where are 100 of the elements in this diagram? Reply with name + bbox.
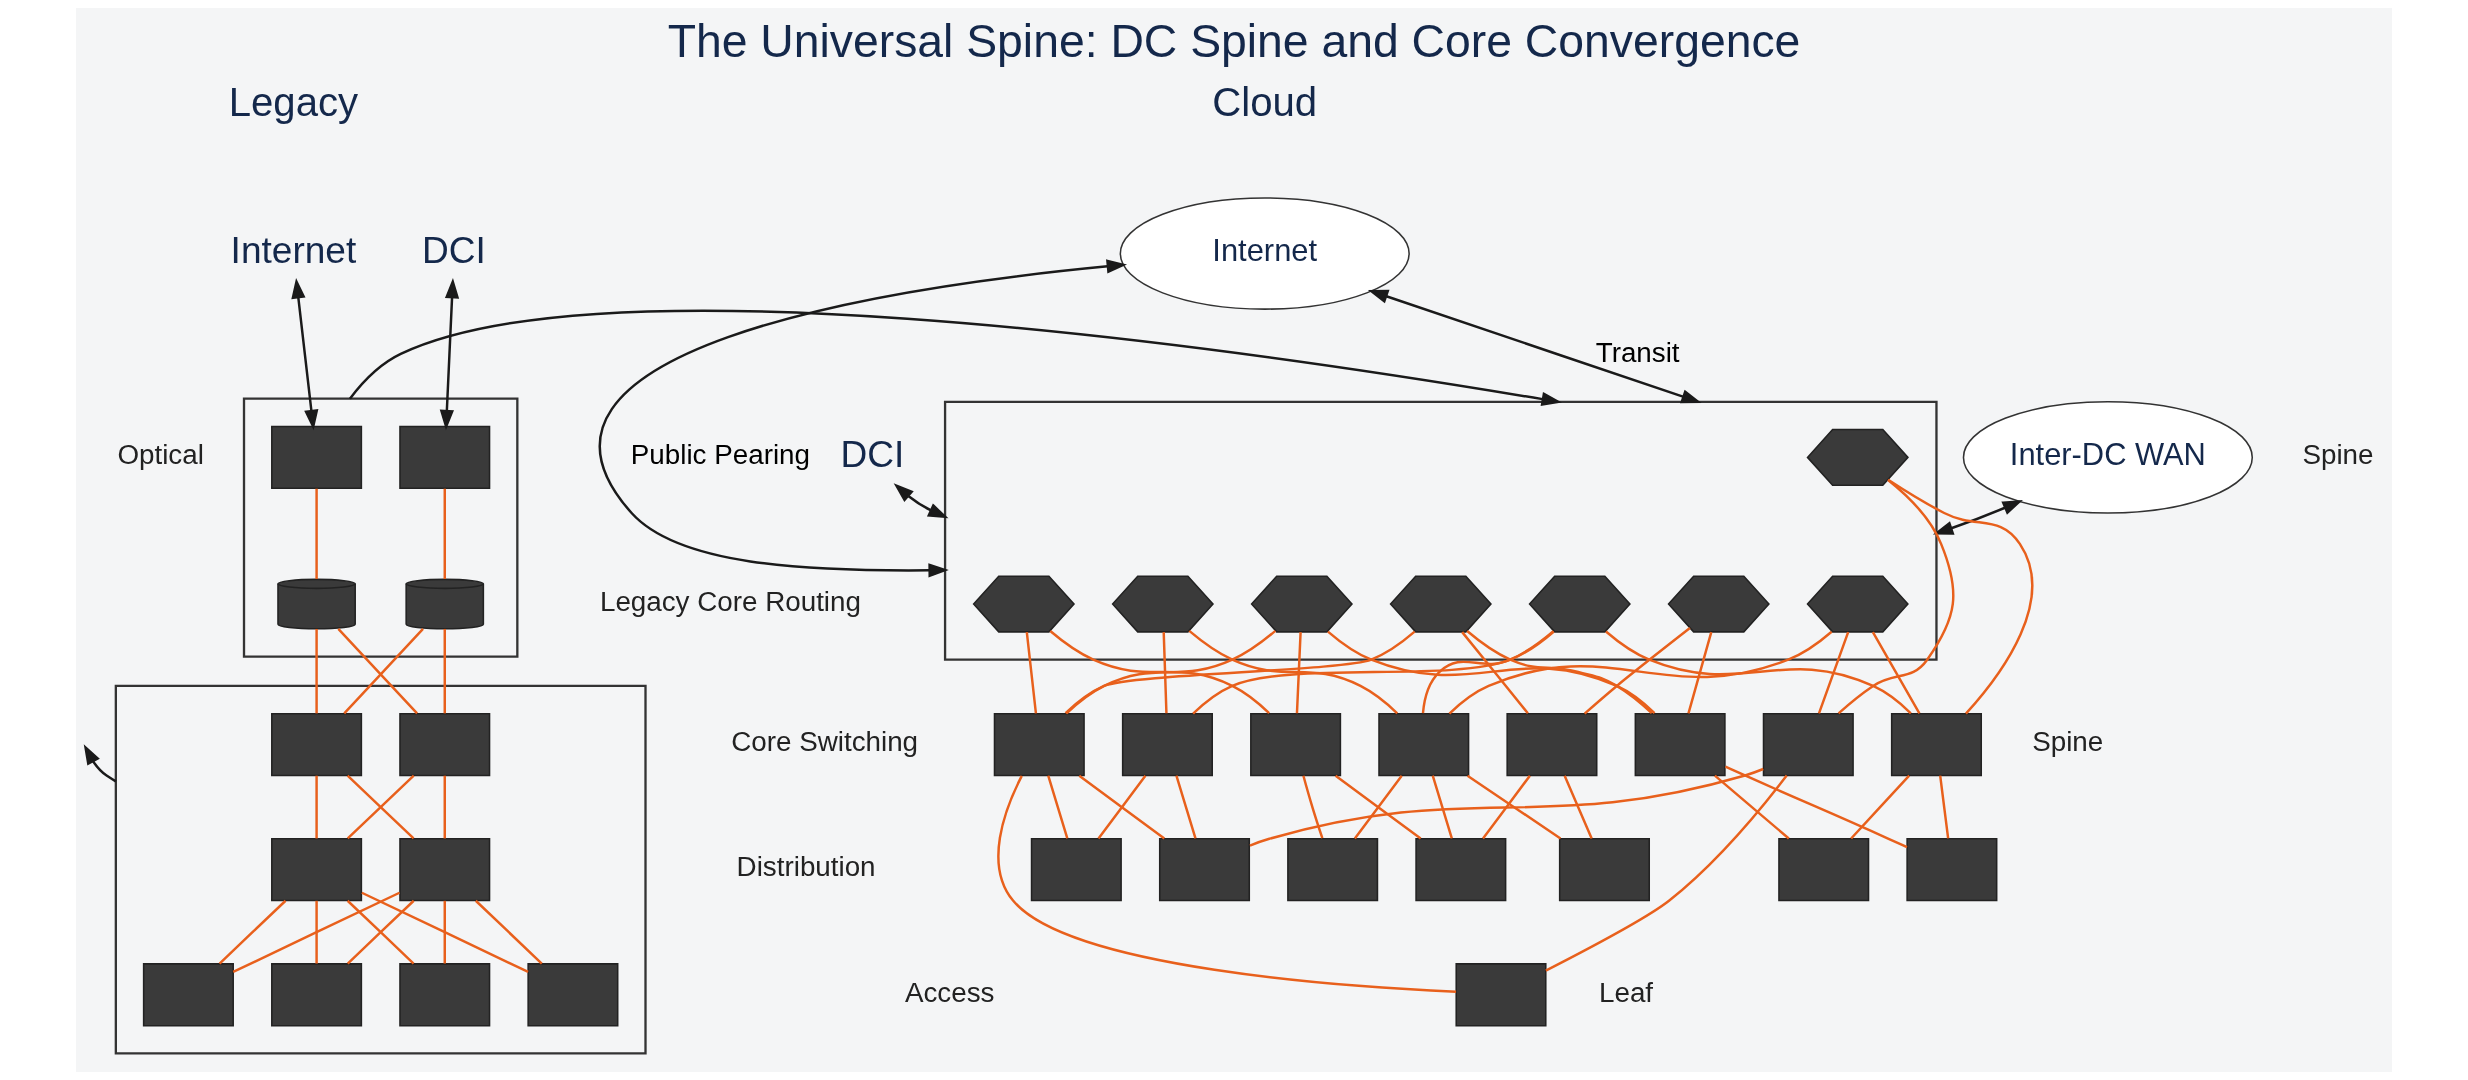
node-hexagon xyxy=(1806,428,1909,486)
connector xyxy=(1334,774,1422,840)
connector xyxy=(443,628,446,714)
connector xyxy=(1583,627,1691,715)
label: Optical xyxy=(117,439,204,471)
connector xyxy=(315,628,318,714)
connector xyxy=(1871,631,1921,714)
node-box xyxy=(1558,838,1650,902)
connector xyxy=(361,891,529,974)
node-ellipse: Internet xyxy=(1119,197,1410,310)
node-box xyxy=(271,712,363,777)
connector xyxy=(443,488,446,579)
connector xyxy=(1353,774,1403,840)
node-box xyxy=(271,425,363,490)
connector xyxy=(1025,632,1038,714)
node-box xyxy=(1030,838,1122,902)
node-hexagon xyxy=(1111,575,1215,633)
node-box xyxy=(1415,838,1507,902)
connector xyxy=(1461,631,1529,715)
node-box xyxy=(399,963,491,1027)
cluster xyxy=(114,684,647,1055)
connector xyxy=(232,891,401,974)
connector xyxy=(997,775,1457,993)
connector xyxy=(315,488,318,579)
connector xyxy=(346,774,415,840)
node-box xyxy=(271,963,363,1027)
connector xyxy=(1714,774,1790,840)
connector xyxy=(1192,630,1555,715)
connector xyxy=(1327,630,1656,715)
arrow xyxy=(1367,289,1702,404)
connector xyxy=(315,775,318,839)
node-hexagon xyxy=(1389,575,1492,633)
label: Legacy Core Routing xyxy=(599,585,861,617)
connector xyxy=(218,899,287,965)
edge-label: Public Pearing xyxy=(630,439,810,471)
label: Spine xyxy=(2302,439,2374,471)
label: Distribution xyxy=(736,851,876,883)
connector xyxy=(1175,775,1197,839)
node-box xyxy=(1634,712,1726,777)
connector xyxy=(443,775,446,839)
node-text: DCI xyxy=(422,229,486,272)
connector xyxy=(474,899,543,965)
node-box xyxy=(1906,838,1998,902)
node-box xyxy=(1890,712,1982,777)
label: Spine xyxy=(2032,726,2104,758)
node-hexagon xyxy=(1528,575,1631,633)
label: Access xyxy=(904,976,995,1008)
cluster xyxy=(242,397,519,658)
connector xyxy=(1078,774,1166,840)
arrow xyxy=(291,278,319,431)
connector xyxy=(1687,631,1713,714)
node-box xyxy=(399,838,491,902)
node-box xyxy=(527,963,619,1027)
cluster xyxy=(943,400,1938,661)
connector xyxy=(1064,630,1416,715)
label: Cloud xyxy=(1212,79,1318,125)
connector xyxy=(1466,630,1653,715)
node-box xyxy=(1455,963,1547,1027)
connector xyxy=(1097,774,1147,840)
connector xyxy=(1817,631,1850,714)
connector xyxy=(315,900,318,964)
connector xyxy=(1482,774,1531,840)
node-box xyxy=(1158,838,1251,902)
connector xyxy=(346,899,415,965)
connector xyxy=(1421,630,1555,714)
node-box xyxy=(399,712,491,777)
label: Legacy xyxy=(228,79,359,125)
label: Core Switching xyxy=(731,726,919,758)
node-box xyxy=(1778,838,1870,902)
label: Leaf xyxy=(1599,976,1654,1008)
node-box xyxy=(1121,712,1213,777)
connector xyxy=(1295,632,1302,714)
connector xyxy=(1545,774,1788,972)
node-box xyxy=(1250,712,1342,777)
connector xyxy=(1850,774,1911,840)
connector xyxy=(1047,775,1069,839)
arrow xyxy=(893,483,949,519)
node-box xyxy=(271,838,363,902)
node-box xyxy=(1762,712,1854,777)
connector xyxy=(443,900,446,964)
arrow xyxy=(348,309,1562,407)
edge-label: Transit xyxy=(1595,337,1680,369)
arrow xyxy=(1932,500,2023,535)
connector xyxy=(1431,775,1453,839)
node-hexagon xyxy=(1667,575,1770,633)
node-hexagon xyxy=(1250,575,1353,633)
node-box xyxy=(993,712,1085,777)
node-box xyxy=(1378,712,1470,777)
connector xyxy=(1938,775,1950,839)
connector xyxy=(1448,630,1833,715)
connector xyxy=(1302,775,1324,839)
node-text: DCI xyxy=(840,432,905,475)
connector xyxy=(1724,765,1908,849)
node-hexagon xyxy=(1806,575,1909,633)
node-box xyxy=(142,963,234,1027)
arrow xyxy=(83,744,117,783)
node-text: Internet xyxy=(230,229,357,272)
node-box xyxy=(399,425,491,490)
connector xyxy=(1887,478,2034,715)
connector xyxy=(1249,767,1764,847)
